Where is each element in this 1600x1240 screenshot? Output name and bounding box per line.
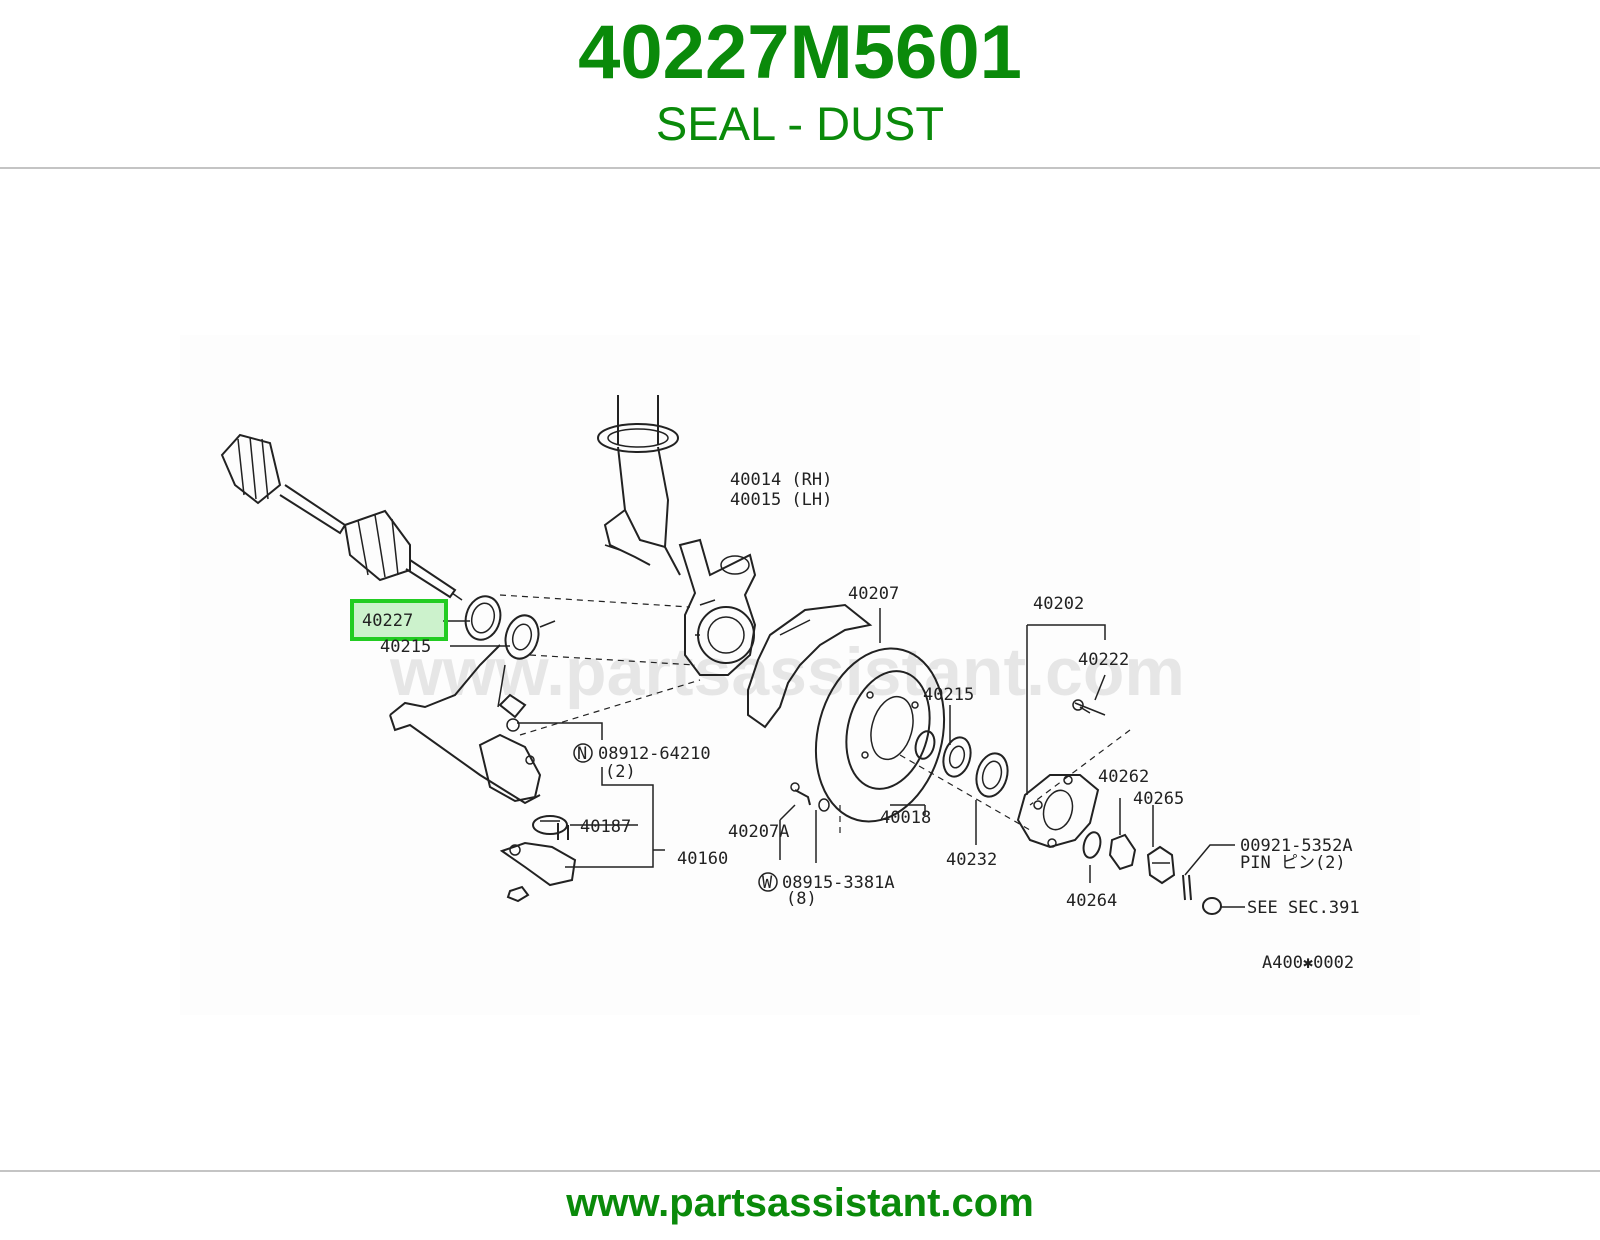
- label-40222: 40222: [1078, 650, 1129, 670]
- splash-shield-drawing: [747, 603, 873, 729]
- label-40207a: 40207A: [728, 822, 789, 842]
- spacer-40018-drawing: [914, 730, 936, 760]
- label-08912-64210: 08912-64210: [598, 744, 711, 764]
- knuckle-drawing: [678, 538, 757, 676]
- label-pin: PIN ピン(2): [1240, 853, 1346, 873]
- parts-diagram: www.partsassistant.com: [180, 335, 1420, 1015]
- label-40014: 40014 (RH): [730, 470, 832, 490]
- label-40262: 40262: [1098, 767, 1149, 787]
- label-08915-qty: (8): [786, 889, 817, 909]
- strut-drawing: [597, 395, 681, 576]
- label-40265: 40265: [1133, 789, 1184, 809]
- label-40202: 40202: [1033, 594, 1084, 614]
- label-40207: 40207: [848, 584, 899, 604]
- top-divider: [0, 167, 1600, 169]
- w-badge: [758, 872, 778, 892]
- seal-40232-drawing: [975, 752, 1009, 798]
- assembly-line: [519, 679, 701, 736]
- label-40232: 40232: [946, 850, 997, 870]
- leader-lines: [443, 608, 1245, 908]
- nut-40262-drawing: [1108, 833, 1137, 871]
- bolt-40207a-drawing: [790, 782, 830, 812]
- ball-joint-drawing: [499, 815, 577, 903]
- part-number-title: 40227M5601: [578, 10, 1022, 95]
- bottom-divider: [0, 1170, 1600, 1172]
- drive-shaft-drawing: [220, 433, 463, 601]
- lower-arm-drawing: [389, 644, 542, 805]
- assembly-line: [529, 654, 696, 666]
- label-40015: 40015 (LH): [730, 490, 832, 510]
- w-badge-letter: W: [762, 873, 773, 893]
- part-name-subtitle: SEAL - DUST: [655, 97, 945, 150]
- grease-cap-drawing: [1202, 897, 1222, 915]
- diagram-code: A400✱0002: [1262, 953, 1354, 973]
- bearing-left-drawing: [504, 614, 556, 660]
- label-08912-qty: (2): [605, 762, 636, 782]
- watermark-text: www.partsassistant.com: [389, 634, 1185, 710]
- cotter-pin-drawing: [1182, 874, 1192, 901]
- label-40227: 40227: [362, 611, 413, 631]
- footer-website-url[interactable]: www.partsassistant.com: [566, 1181, 1034, 1225]
- highlight-box: [350, 599, 448, 641]
- assembly-line: [899, 754, 1031, 831]
- n-badge-letter: N: [577, 744, 587, 764]
- label-08915-3381a: 08915-3381A: [782, 873, 895, 893]
- label-40264: 40264: [1066, 891, 1117, 911]
- page-header: 40227M5601 SEAL - DUST: [0, 0, 1600, 168]
- assembly-line: [1029, 729, 1131, 806]
- label-40215-right: 40215: [923, 685, 974, 705]
- brake-rotor-drawing: [814, 647, 946, 823]
- dust-seal-drawing: [464, 595, 502, 641]
- label-40160: 40160: [677, 849, 728, 869]
- label-00921-5352a: 00921-5352A: [1240, 836, 1353, 856]
- bearing-right-drawing: [942, 736, 972, 778]
- cap-40265-drawing: [1146, 845, 1176, 885]
- assembly-line: [499, 594, 691, 608]
- label-40215-left: 40215: [380, 637, 431, 657]
- label-40187: 40187: [580, 817, 631, 837]
- n-badge: [573, 743, 593, 763]
- label-see-sec-391: SEE SEC.391: [1247, 898, 1360, 918]
- washer-40264-drawing: [1082, 831, 1102, 859]
- label-40018: 40018: [880, 808, 931, 828]
- wheel-hub-drawing: [1016, 699, 1106, 849]
